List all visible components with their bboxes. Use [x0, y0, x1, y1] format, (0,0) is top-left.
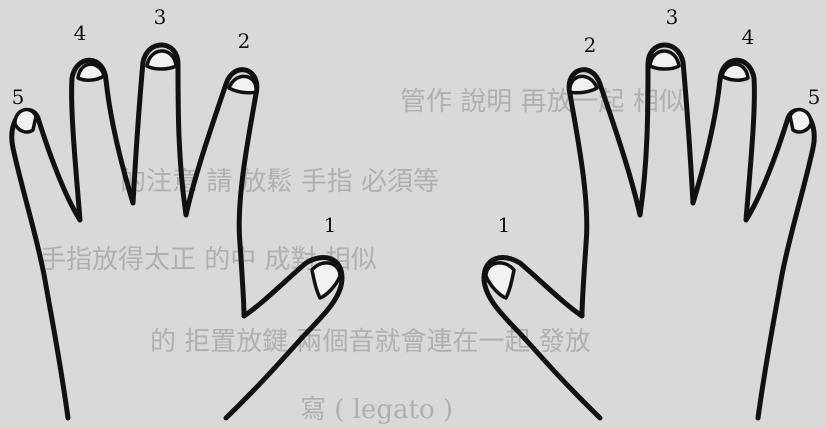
bleed-line-5: 寫 ( legato ) [300, 395, 453, 425]
right-finger-label-1: 1 [498, 213, 511, 237]
left-nail-5 [15, 110, 36, 132]
left-hand-outline [12, 45, 342, 418]
left-nail-2 [229, 76, 256, 92]
right-nail-2 [570, 76, 597, 92]
bleed-line-1: 管作 說明 再放一起 相似 [400, 87, 685, 117]
right-finger-label-4: 4 [742, 25, 755, 49]
left-nail-3 [147, 51, 176, 69]
left-nail-4 [78, 64, 104, 80]
left-finger-label-4: 4 [74, 21, 87, 45]
left-finger-label-5: 5 [12, 85, 25, 109]
bleed-line-2: 的注意 請 放鬆 手指 必須等 [120, 167, 439, 197]
right-finger-label-3: 3 [666, 5, 679, 29]
right-nail-4 [722, 64, 748, 80]
left-finger-label-2: 2 [238, 29, 251, 53]
left-finger-label-3: 3 [154, 5, 167, 29]
right-finger-label-2: 2 [584, 33, 597, 57]
right-nail-3 [650, 51, 679, 69]
right-hand-labels: 1 2 3 4 5 [498, 5, 821, 237]
right-finger-label-5: 5 [808, 85, 821, 109]
right-nail-1 [486, 263, 514, 298]
right-nail-5 [790, 110, 811, 132]
left-nail-1 [312, 263, 340, 298]
left-finger-label-1: 1 [324, 213, 337, 237]
